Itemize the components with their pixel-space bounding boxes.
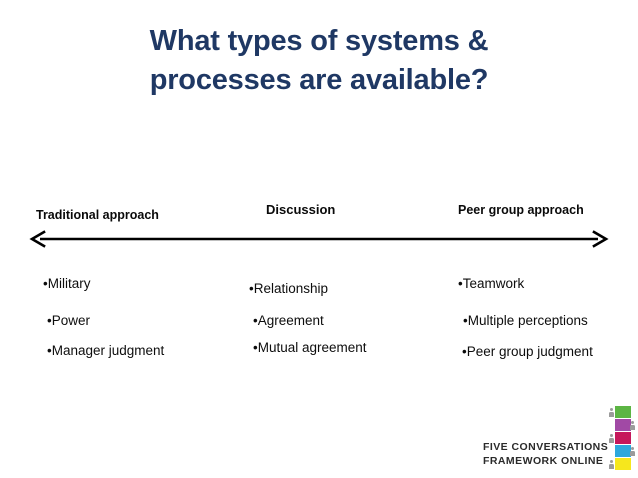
list-item-label: Relationship <box>253 281 329 296</box>
logo-swatch-crimson <box>615 432 631 444</box>
list-item-label: Teamwork <box>462 276 525 291</box>
bullet-dot-icon: • <box>47 313 52 328</box>
list-item-label: Manager judgment <box>51 343 165 358</box>
logo-swatch-yellow <box>615 458 631 470</box>
person-icon <box>630 447 635 456</box>
bullet-dot-icon: • <box>253 313 258 328</box>
list-item: •Mutual agreement <box>253 340 367 356</box>
brand-logo-swatch-stack <box>609 406 635 474</box>
page-title-line-2: processes are available? <box>149 63 489 96</box>
brand-logo-line-2: FRAMEWORK ONLINE <box>483 455 604 468</box>
double-headed-arrow-icon <box>29 230 609 248</box>
list-item: •Manager judgment <box>47 343 165 359</box>
column-header-traditional-approach: Traditional approach <box>36 208 159 222</box>
person-icon <box>609 434 614 443</box>
bullet-dot-icon: • <box>463 313 468 328</box>
list-item-label: Multiple perceptions <box>467 313 588 328</box>
page-title: What types of systems & processes are av… <box>60 22 578 99</box>
list-item: •Military <box>43 276 91 292</box>
person-icon <box>609 460 614 469</box>
column-header-peer-group-approach: Peer group approach <box>458 203 584 217</box>
brand-logo-line-1: FIVE CONVERSATIONS <box>483 441 609 453</box>
brand-logo: FIVE CONVERSATIONS FRAMEWORK ONLINE <box>483 404 635 476</box>
list-item-label: Military <box>47 276 91 291</box>
list-item: •Power <box>47 313 90 329</box>
bullet-dot-icon: • <box>253 340 258 355</box>
list-item: •Multiple perceptions <box>463 313 588 329</box>
bullet-dot-icon: • <box>458 276 463 291</box>
list-item: •Peer group judgment <box>462 344 593 360</box>
list-item-label: Power <box>51 313 90 328</box>
logo-swatch-purple <box>615 419 631 431</box>
list-item-label: Mutual agreement <box>257 340 367 355</box>
list-item: •Teamwork <box>458 276 525 292</box>
column-header-discussion: Discussion <box>266 202 336 217</box>
list-item-label: Agreement <box>257 313 324 328</box>
bullet-dot-icon: • <box>462 344 467 359</box>
list-item: •Relationship <box>249 281 329 297</box>
list-item-label: Peer group judgment <box>466 344 593 359</box>
person-icon <box>630 421 635 430</box>
bullet-dot-icon: • <box>47 343 52 358</box>
bullet-dot-icon: • <box>43 276 48 291</box>
bullet-dot-icon: • <box>249 281 254 296</box>
person-icon <box>609 408 614 417</box>
logo-swatch-green <box>615 406 631 418</box>
brand-logo-text: FIVE CONVERSATIONS FRAMEWORK ONLINE <box>483 440 608 468</box>
logo-swatch-blue <box>615 445 631 457</box>
page-title-line-1: What types of systems & <box>149 25 489 57</box>
list-item: •Agreement <box>253 313 324 329</box>
